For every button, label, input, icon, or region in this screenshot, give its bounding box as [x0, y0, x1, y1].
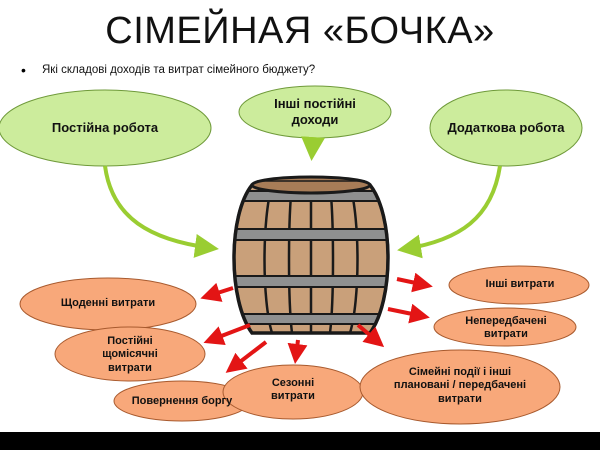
expense-label-daily: Щоденні витрати — [60, 297, 156, 310]
expense-label-debt: Повернення боргу — [131, 395, 233, 408]
expense-label-other: Інші витрати — [485, 278, 555, 291]
slide-subtitle: Які складові доходів та витрат сімейного… — [42, 64, 316, 76]
footer-bar — [0, 432, 600, 450]
expense-ellipse-unexpected — [433, 307, 577, 347]
expense-ellipse-other — [448, 265, 590, 305]
bullet-dot: • — [21, 62, 26, 78]
expense-arrow-unexpected — [387, 303, 430, 324]
expense-label-monthly: Постійні щомісячні витрати — [102, 335, 158, 374]
expense-label-family-events: Сімейні події і інші плановані / передба… — [393, 366, 527, 405]
income-ellipse-additional-job — [429, 89, 583, 167]
barrel-icon — [232, 175, 390, 335]
expense-ellipse-monthly — [54, 326, 206, 382]
income-label-permanent-job: Постійна робота — [51, 120, 159, 136]
expense-arrow-other — [396, 272, 433, 293]
expense-arrow-daily — [200, 282, 234, 302]
income-label-additional-job: Додаткова робота — [447, 120, 565, 136]
expense-arrow-monthly — [203, 323, 251, 346]
expense-ellipse-family-events — [359, 349, 561, 425]
income-arrow-other-income — [301, 136, 326, 161]
expense-label-seasonal: Сезонні витрати — [271, 376, 315, 402]
expense-arrow-debt — [225, 340, 268, 373]
expense-arrow-family-events — [356, 323, 385, 348]
expense-label-unexpected: Непередбачені витрати — [465, 314, 547, 340]
expense-arrow-seasonal — [287, 339, 308, 364]
income-arrow-additional-job — [397, 165, 502, 259]
income-arrow-permanent-job — [103, 165, 219, 258]
slide-title: СІМЕЙНАЯ «БОЧКА» — [105, 10, 495, 52]
income-label-other-income: Інші постійні доходи — [274, 96, 356, 127]
